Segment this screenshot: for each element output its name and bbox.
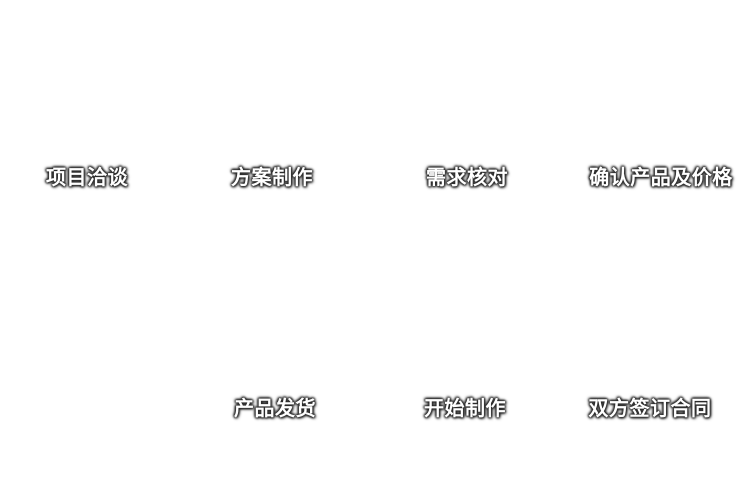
step-label-project-negotiation: 项目洽谈: [46, 165, 128, 189]
step-label-proposal-creation: 方案制作: [231, 165, 313, 189]
step-label-product-shipping: 产品发货: [234, 396, 316, 420]
step-label-confirm-product-price: 确认产品及价格: [589, 165, 733, 189]
step-label-sign-contract: 双方签订合同: [588, 396, 712, 420]
step-label-requirements-check: 需求核对: [426, 165, 508, 189]
step-label-start-production: 开始制作: [424, 396, 506, 420]
